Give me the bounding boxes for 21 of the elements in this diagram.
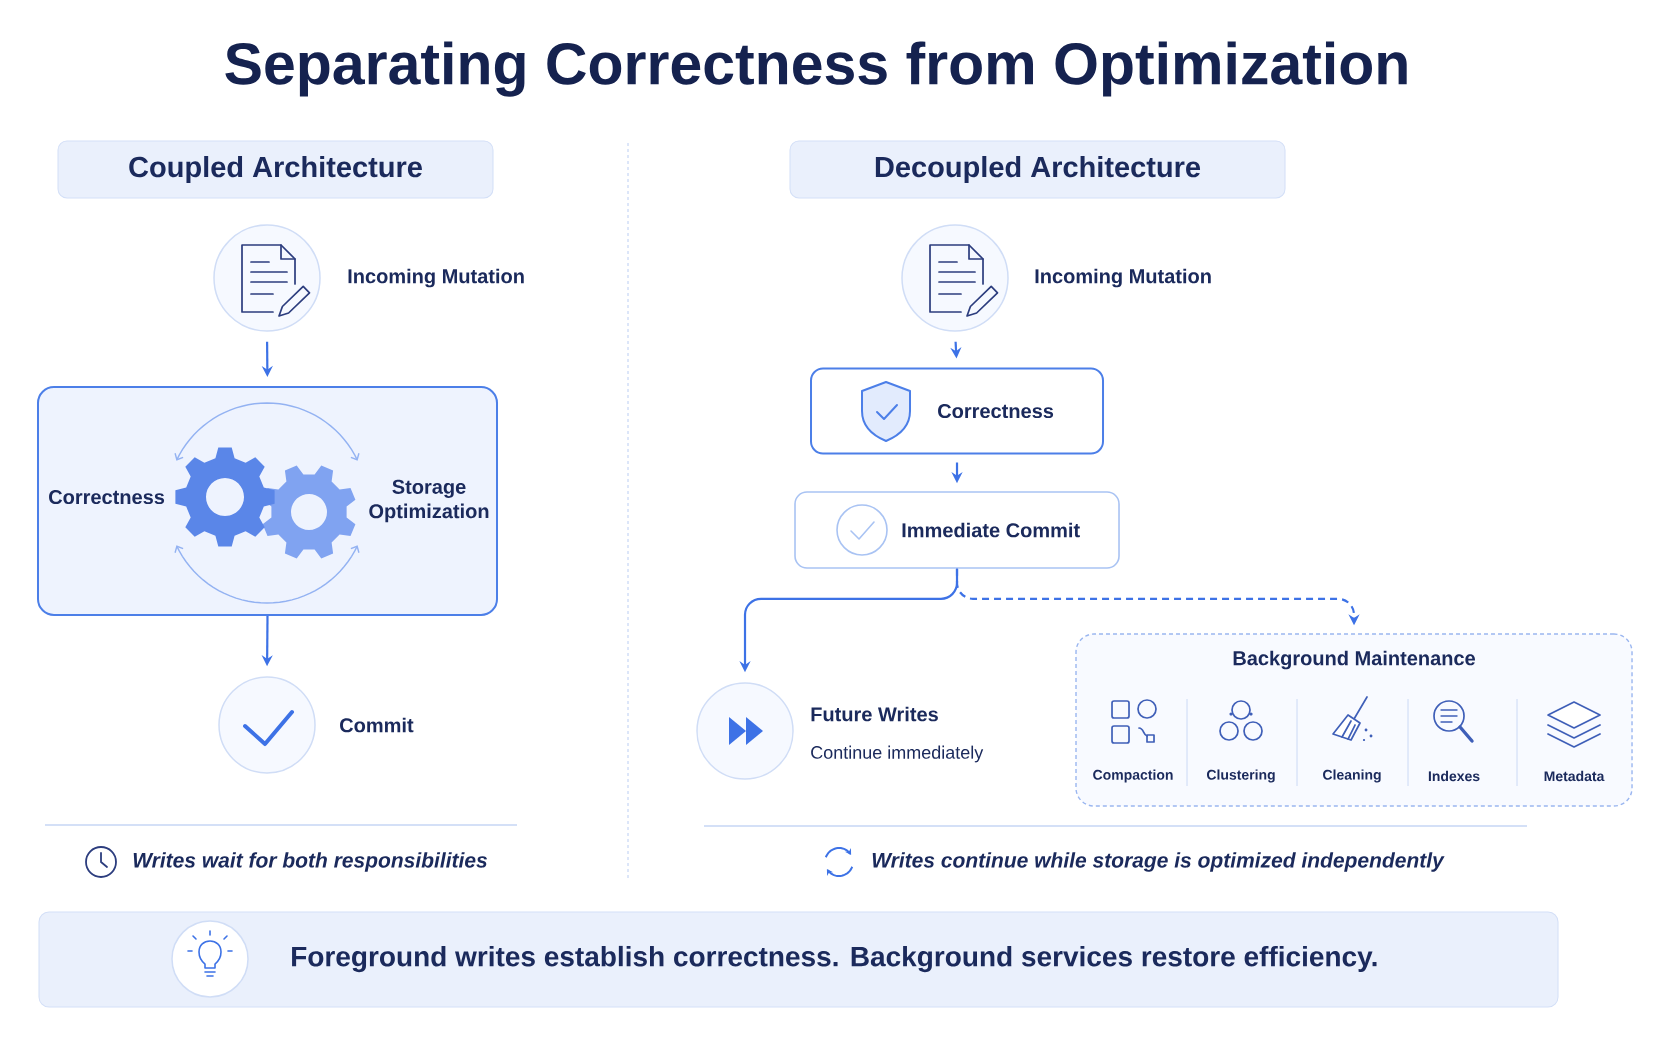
item-label: Indexes: [1428, 770, 1480, 782]
item-label: Metadata: [1544, 770, 1605, 782]
process-box: Correctness: [810, 367, 1104, 455]
step-label: Commit: [340, 717, 414, 733]
process-box: Immediate Commit: [794, 491, 1120, 569]
title: Separating Correctness from Optimization: [225, 41, 1407, 97]
note-text: Writes wait for both responsibilities: [133, 852, 487, 872]
item-label: Cleaning: [1323, 769, 1381, 783]
step-label: Incoming Mutation: [1035, 268, 1211, 288]
section-header: Decoupled Architecture: [789, 140, 1286, 199]
node-label: Storage Optimization: [369, 479, 489, 523]
section-header: Coupled Architecture: [57, 140, 494, 199]
item-label: Clustering: [1207, 769, 1275, 783]
note-text: Writes continue while storage is optimized independently: [872, 852, 1445, 872]
step-label: Future Writes: [811, 706, 938, 722]
process-box: Correctness Storage Optimization: [37, 386, 498, 616]
node-label: Correctness: [49, 489, 165, 505]
item-label: Compaction: [1093, 769, 1173, 783]
banner: Foreground writes establish correctness. Background services restore efficiency.: [38, 911, 1559, 1008]
step-caption: Continue immediately: [811, 745, 984, 763]
step-label: Incoming Mutation: [348, 268, 524, 288]
